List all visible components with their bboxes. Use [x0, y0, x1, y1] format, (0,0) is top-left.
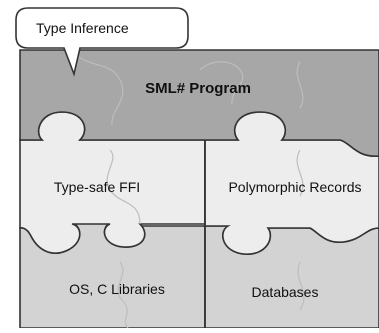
- databases-label: Databases: [252, 284, 319, 300]
- callout-bubble: [15, 7, 189, 77]
- sml-program-label: SML# Program: [145, 80, 251, 97]
- type-safe-ffi-label: Type-safe FFI: [54, 179, 140, 195]
- bottom-seam: [117, 261, 305, 329]
- top-seam: [69, 49, 304, 126]
- middle-seam: [106, 149, 304, 225]
- top-layer-piece: [19, 49, 379, 157]
- inner-seams: [69, 49, 305, 329]
- polymorphic-records-label: Polymorphic Records: [228, 179, 361, 195]
- callout-text: Type Inference: [36, 20, 129, 36]
- os-c-libraries-label: OS, C Libraries: [69, 281, 165, 297]
- type-inference-callout: Type Inference: [15, 7, 189, 77]
